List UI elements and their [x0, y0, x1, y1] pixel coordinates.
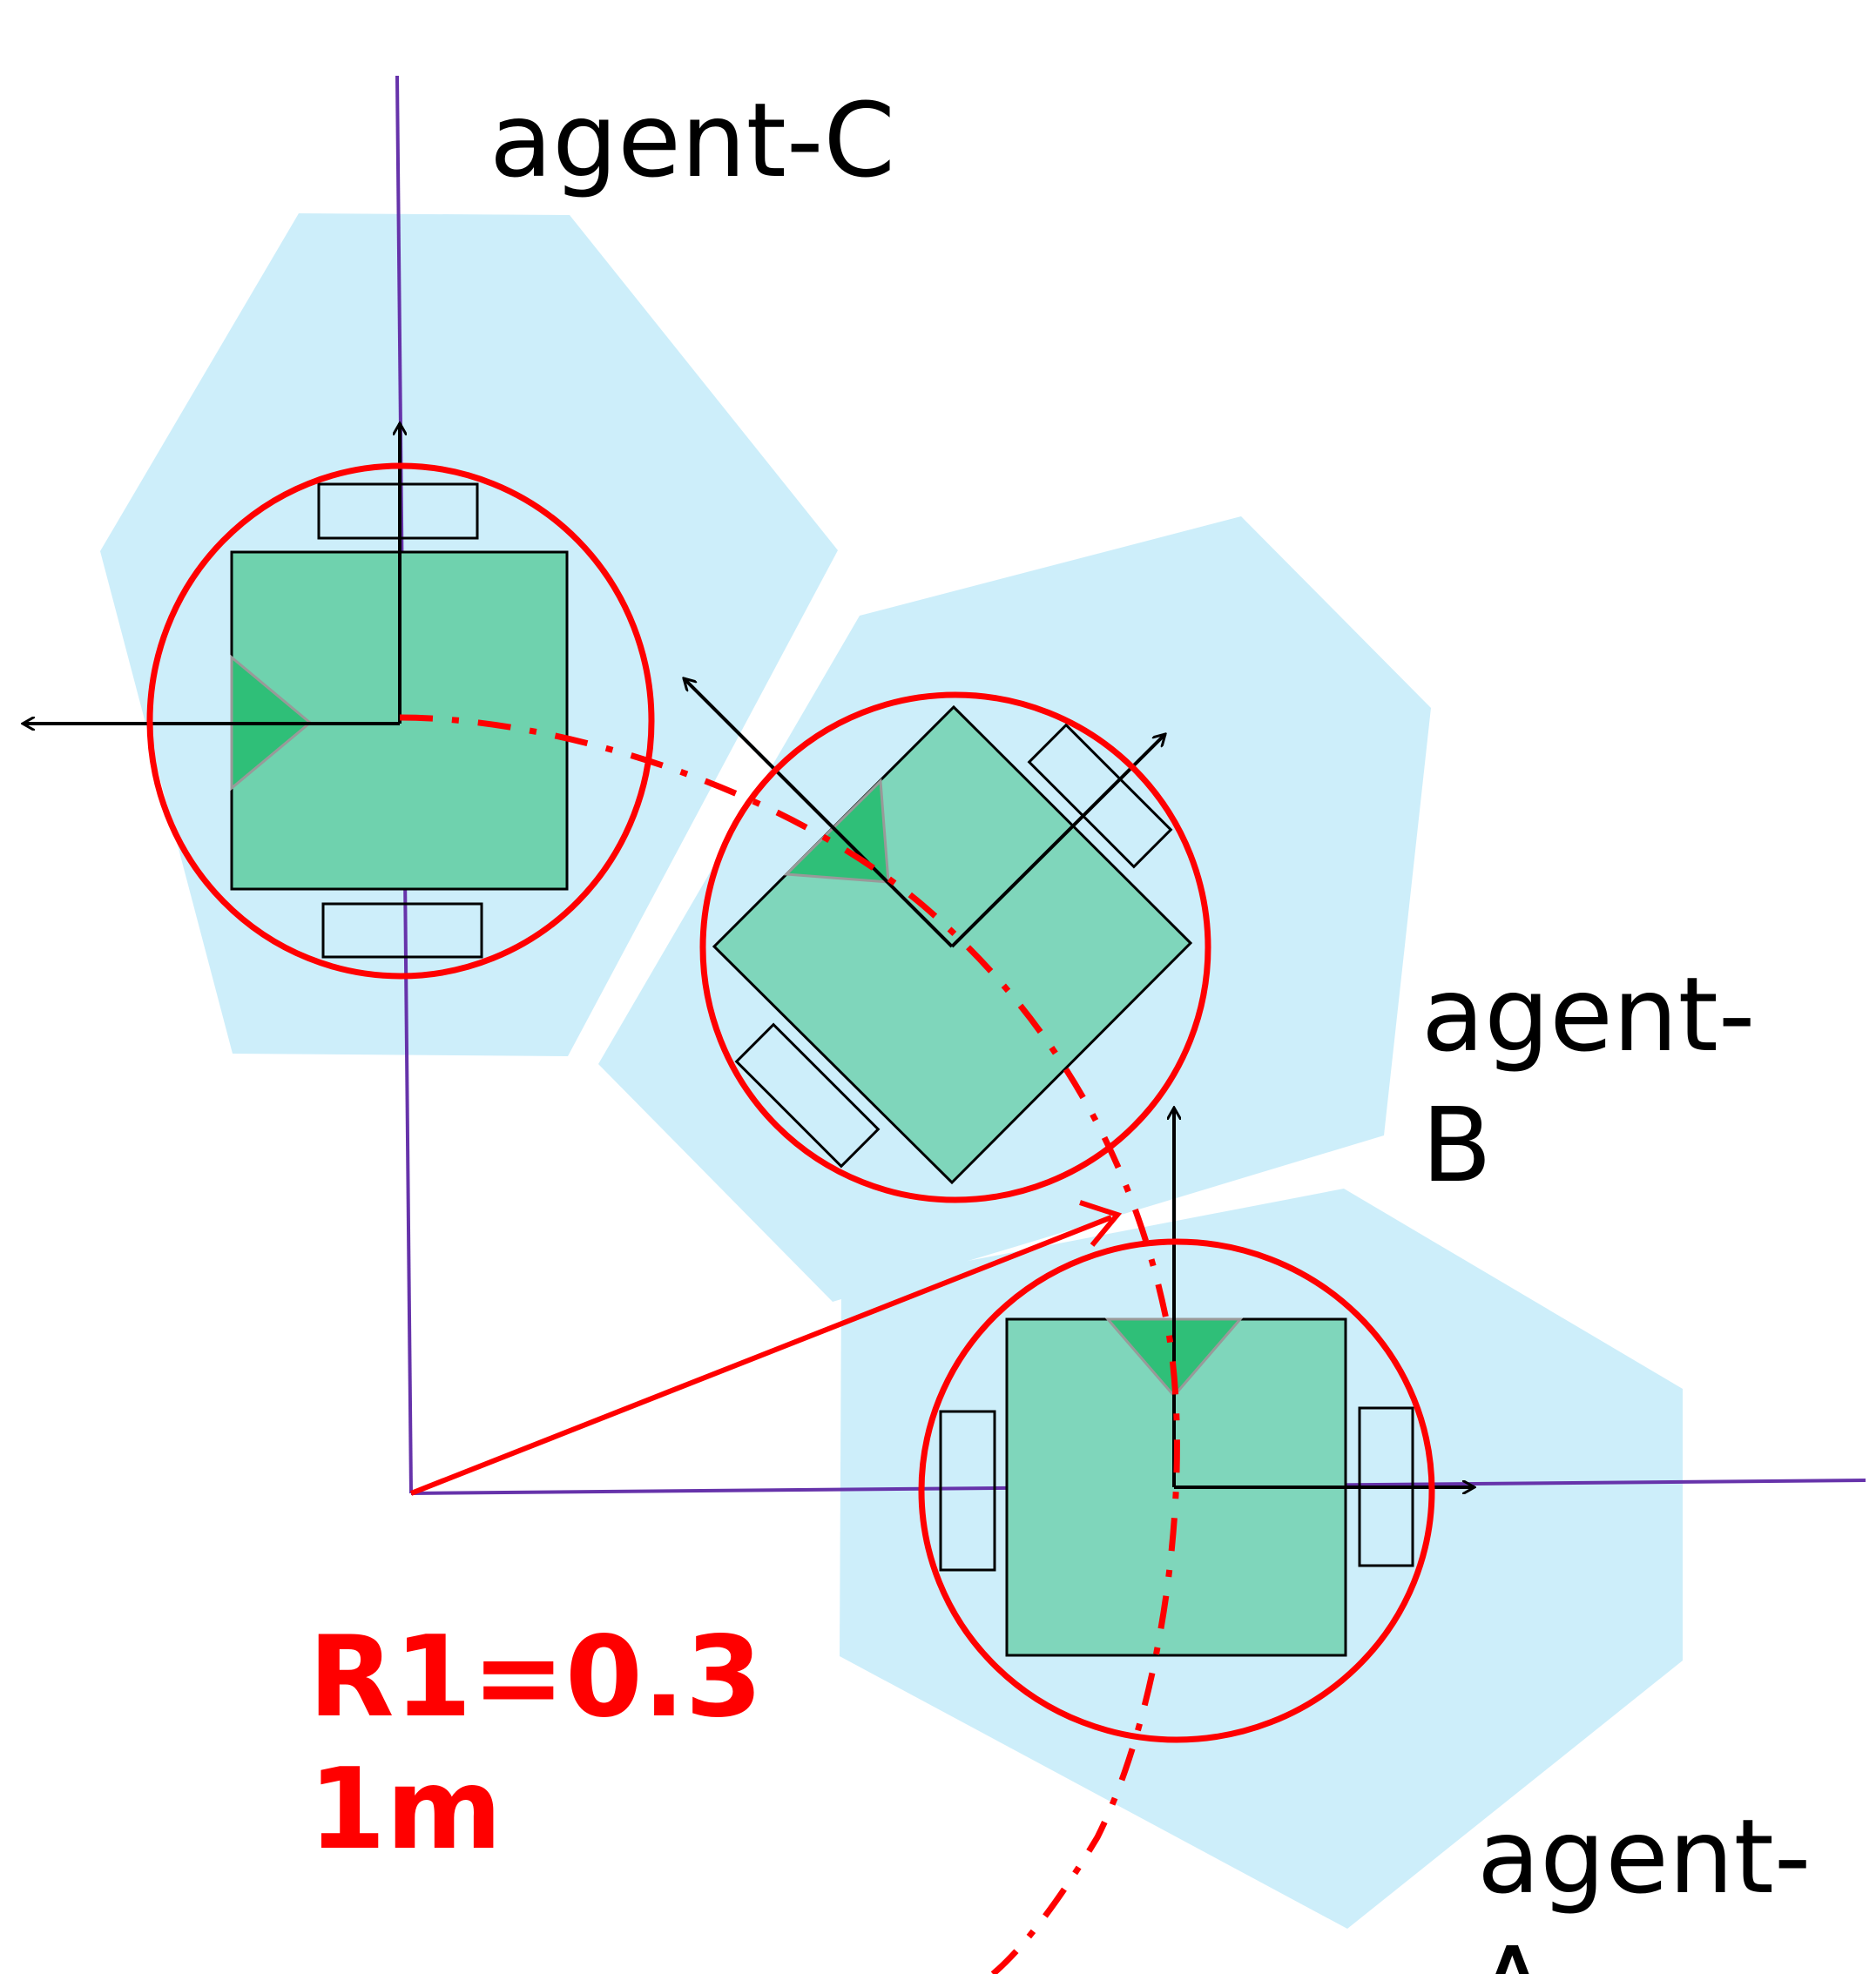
agent-c-boundary-circle — [146, 462, 655, 980]
agent-b-wheel-left — [734, 1022, 881, 1169]
agent-c-wheel-bottom — [321, 902, 483, 959]
agent-b-boundary-circle — [699, 691, 1211, 1203]
radius-label-line2: 1m — [308, 1745, 502, 1875]
agent-b-axis-x — [950, 734, 1165, 948]
agent-c — [23, 423, 655, 980]
radius-vector-arrowhead — [1079, 1200, 1123, 1247]
agent-c-label: agent-C — [489, 80, 895, 200]
trajectory-arc — [399, 714, 1180, 1974]
agent-b-label-line1: agent- — [1421, 954, 1755, 1075]
radius-vector — [409, 1215, 1113, 1496]
agent-b — [684, 678, 1211, 1203]
agent-b-axis-y — [684, 678, 954, 948]
agent-b-label-line2: B — [1421, 1085, 1492, 1205]
agent-a-wheel-left — [939, 1410, 996, 1572]
agent-a-label-line1: agent- — [1477, 1796, 1811, 1917]
agent-a-label-line2: A — [1477, 1924, 1548, 1974]
agent-a-boundary-circle — [918, 1238, 1435, 1743]
agent-b-wheel-right — [1027, 723, 1173, 869]
radius-label-line1: R1=0.3 — [308, 1613, 763, 1742]
